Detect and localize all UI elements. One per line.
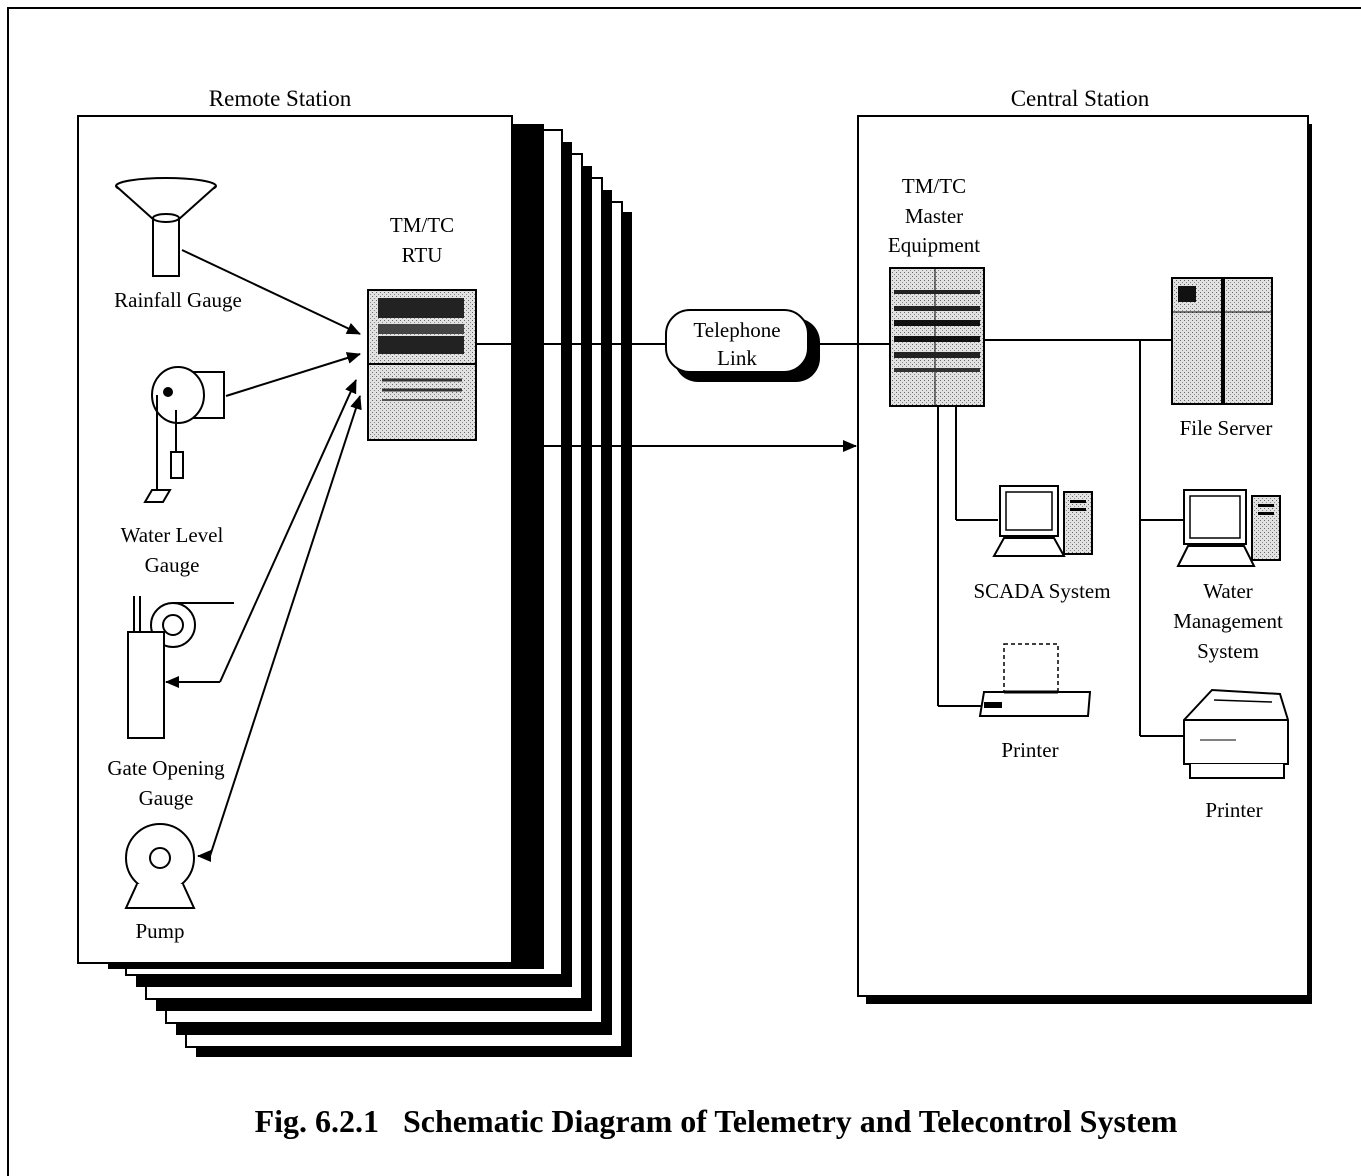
remote-station-title: Remote Station xyxy=(209,86,352,111)
central-network-lines xyxy=(937,339,1184,737)
rtu-label-1: TM/TC xyxy=(390,213,454,237)
pump-icon xyxy=(124,823,196,909)
water-level-gauge-icon xyxy=(143,366,225,503)
page-frame xyxy=(7,7,1361,1176)
telephone-link-box xyxy=(665,309,809,373)
master-label-2: Master xyxy=(905,204,963,228)
printer-right-label: Printer xyxy=(1205,798,1262,822)
file-server-icon xyxy=(1171,277,1273,405)
file-server-label: File Server xyxy=(1180,416,1273,440)
figure-caption: Fig. 6.2.1 Schematic Diagram of Telemetr… xyxy=(255,1103,1178,1139)
central-station-title: Central Station xyxy=(1011,86,1150,111)
telephone-link-label-2: Link xyxy=(717,346,757,370)
water-management-computer-icon xyxy=(1176,489,1281,567)
printer-right-icon xyxy=(1183,688,1289,779)
master-label-1: TM/TC xyxy=(902,174,966,198)
rainfall-gauge-icon xyxy=(115,177,217,277)
gate-opening-gauge-label-1: Gate Opening xyxy=(107,756,225,780)
rainfall-gauge-label: Rainfall Gauge xyxy=(114,288,242,312)
master-label-3: Equipment xyxy=(888,233,980,257)
scada-computer-icon xyxy=(992,485,1093,557)
water-mgmt-label-2: Management xyxy=(1173,609,1283,633)
water-level-gauge-label-2: Gauge xyxy=(145,553,200,577)
water-mgmt-label-1: Water xyxy=(1203,579,1253,603)
scada-system-label: SCADA System xyxy=(973,579,1110,603)
water-mgmt-label-3: System xyxy=(1197,639,1259,663)
sensor-links xyxy=(165,249,362,862)
remote-station-panel xyxy=(77,115,513,964)
rtu-cabinet-icon xyxy=(367,289,477,441)
master-equipment-icon xyxy=(889,267,985,407)
printer-left-label: Printer xyxy=(1001,738,1058,762)
printer-left-icon xyxy=(978,643,1092,717)
rtu-label-2: RTU xyxy=(402,243,443,267)
remote-station-stack xyxy=(77,115,632,1057)
telephone-link-label-1: Telephone xyxy=(693,318,780,342)
gate-opening-gauge-label-2: Gauge xyxy=(139,786,194,810)
water-level-gauge-label-1: Water Level xyxy=(121,523,224,547)
pump-label: Pump xyxy=(135,919,184,943)
gate-opening-gauge-icon xyxy=(127,596,234,739)
